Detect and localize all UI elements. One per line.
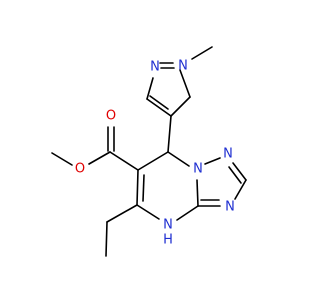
bond-c6-carbonyl-c <box>109 151 139 171</box>
bond-c2-n3 <box>234 179 247 200</box>
atom-n-triazole-3: N <box>225 200 235 215</box>
atom-n-triazole-1: N <box>223 147 233 162</box>
bond-n4-c3a <box>176 205 199 221</box>
bond-pyrazole-c5-c4 <box>170 96 191 117</box>
bond-n8-n1 <box>204 157 221 165</box>
bond-n1-c2 <box>232 162 247 181</box>
bond-c3a-n8 <box>196 179 199 207</box>
bond-oester-methyl <box>51 152 73 166</box>
bond-pyrazole-c7 <box>167 115 172 153</box>
molecule-structure-drawing: N N O O N N N N H <box>51 46 247 257</box>
bond-c5-ethyl-ch2 <box>106 204 138 223</box>
atom-nh-n: N <box>163 218 173 233</box>
bond-pyrazole-c4-c3 <box>146 98 172 117</box>
atom-o-carbonyl: O <box>106 109 116 124</box>
bond-methyl-pyrazole <box>191 46 213 60</box>
bond-pyrazole-c3-n2 <box>146 77 154 100</box>
atom-nh-h: H <box>163 233 173 248</box>
bond-pyrazole-c4-c3-double <box>149 95 169 110</box>
bond-pyrazole-n1-c5 <box>179 69 191 98</box>
bond-n8-c7 <box>167 151 190 167</box>
bond-n1-c2-double <box>228 166 242 184</box>
bond-carbonyl-c-oester <box>88 151 111 165</box>
atom-n-triazole-bridge: N <box>193 162 203 177</box>
atom-n-pyrazole-methyl: N <box>178 59 188 74</box>
atom-n-pyrazole-top: N <box>150 60 160 75</box>
bond-c7-c6 <box>137 151 169 171</box>
bond-ethyl-ch2-ch3 <box>105 221 108 257</box>
bond-c5-n4 <box>136 204 160 220</box>
bond-c6-c5-double <box>142 174 145 202</box>
atom-o-ester: O <box>75 162 85 177</box>
bond-c6-c5 <box>136 169 139 206</box>
